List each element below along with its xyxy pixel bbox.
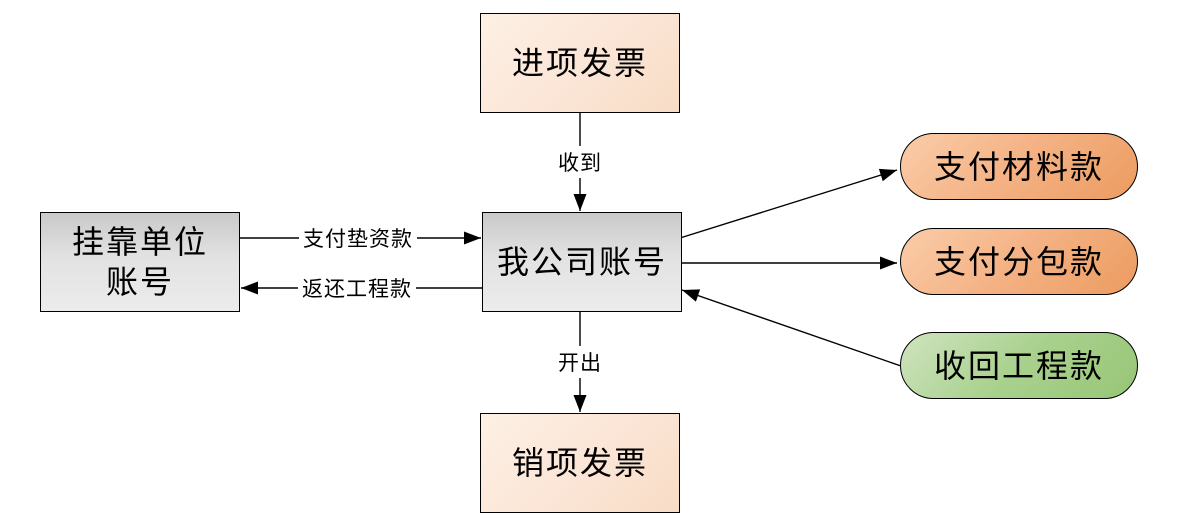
node-output-invoice-label: 销项发票 — [511, 445, 648, 481]
node-recover-project-payment-label: 收回工程款 — [933, 347, 1104, 384]
edge-label-receive: 收到 — [554, 146, 606, 178]
node-input-invoice: 进项发票 — [480, 13, 680, 113]
edge-label-return-project: 返还工程款 — [298, 272, 416, 304]
node-company-account-label: 我公司账号 — [496, 244, 667, 280]
node-input-invoice-label: 进项发票 — [511, 45, 648, 81]
arrow-to-pay-materials — [679, 168, 898, 239]
node-output-invoice: 销项发票 — [480, 413, 680, 513]
node-pay-subcontract: 支付分包款 — [900, 228, 1138, 295]
node-affiliated-unit-account-label-line1: 挂靠单位 — [71, 224, 208, 260]
edge-label-issue: 开出 — [554, 346, 606, 378]
node-pay-subcontract-label: 支付分包款 — [933, 243, 1104, 280]
edge-label-pay-advance: 支付垫资款 — [299, 222, 417, 254]
node-pay-materials: 支付材料款 — [900, 133, 1138, 200]
arrow-from-recover-project — [681, 289, 902, 367]
node-recover-project-payment: 收回工程款 — [900, 332, 1138, 399]
node-company-account: 我公司账号 — [482, 212, 682, 312]
node-affiliated-unit-account-label-line2: 账号 — [105, 264, 174, 300]
node-pay-materials-label: 支付材料款 — [933, 148, 1104, 185]
node-affiliated-unit-account: 挂靠单位 账号 — [40, 212, 240, 312]
